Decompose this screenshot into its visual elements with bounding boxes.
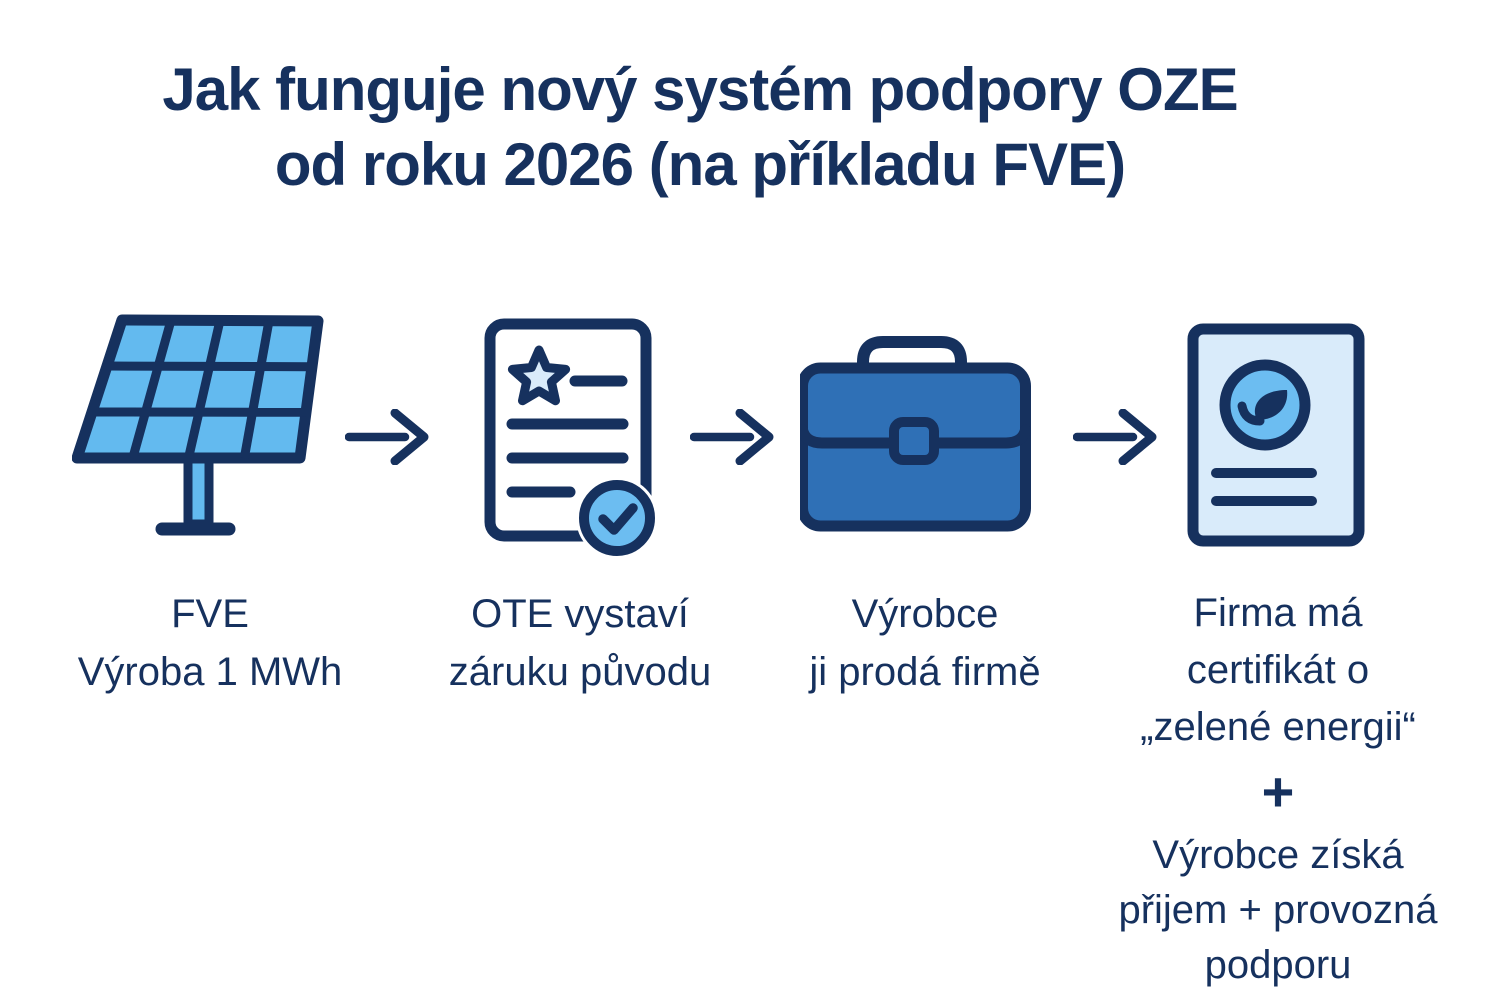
step-label-line: OTE vystaví bbox=[471, 592, 689, 636]
step-extra-line: přijem + provozná bbox=[1118, 888, 1438, 932]
arrow-right-icon bbox=[1072, 408, 1161, 470]
briefcase-icon bbox=[797, 330, 1040, 542]
arrow-right-icon bbox=[689, 408, 778, 470]
step-label-line: certifikát o bbox=[1186, 648, 1370, 692]
step-label-firma: Firma má certifikát o „zelené energii“ +… bbox=[1078, 585, 1478, 993]
guarantee-document-icon bbox=[482, 316, 672, 561]
plus-sign: + bbox=[1261, 760, 1295, 823]
step-label-ote: OTE vystaví záruku původu bbox=[390, 585, 770, 701]
step-label-line: FVE bbox=[171, 592, 249, 636]
solar-panel-icon bbox=[71, 312, 337, 545]
step-label-line: Firma má bbox=[1193, 591, 1363, 635]
step-label-line: Výrobce bbox=[851, 592, 999, 636]
green-certificate-icon bbox=[1186, 322, 1366, 553]
page-title-line-2: od roku 2026 (na příkladu FVE) bbox=[274, 131, 1126, 198]
step-label-line: záruku původu bbox=[448, 650, 712, 694]
step-label-line: Výroba 1 MWh bbox=[77, 650, 343, 694]
page-title-line-1: Jak funguje nový systém podpory OZE bbox=[162, 56, 1238, 123]
step-extra-line: podporu bbox=[1204, 943, 1352, 987]
page-title: Jak funguje nový systém podpory OZE od r… bbox=[0, 52, 1400, 202]
step-extra-line: Výrobce získá bbox=[1152, 833, 1404, 877]
step-label-vyrobce: Výrobce ji prodá firmě bbox=[735, 585, 1115, 701]
step-label-line: „zelené energii“ bbox=[1140, 705, 1416, 749]
arrow-right-icon bbox=[344, 408, 433, 470]
step-label-line: ji prodá firmě bbox=[809, 650, 1041, 694]
step-label-fve: FVE Výroba 1 MWh bbox=[20, 585, 400, 701]
